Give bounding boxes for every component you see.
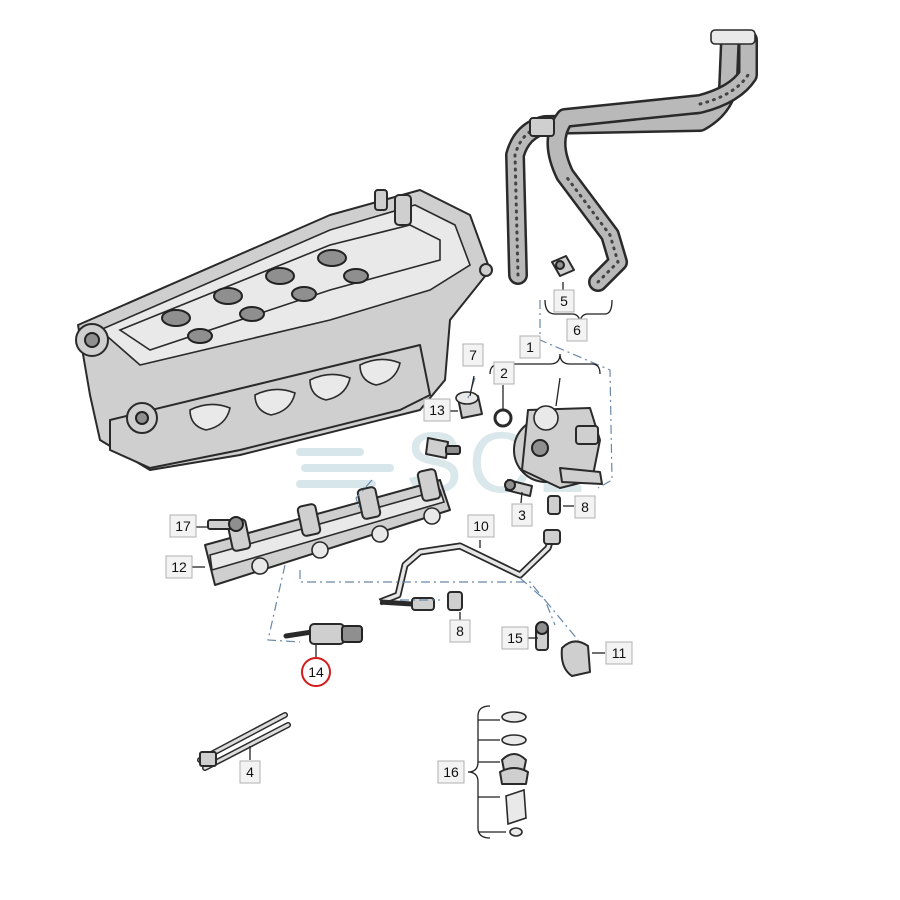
callout-1-text: 1 bbox=[526, 339, 534, 355]
callout-13-text: 13 bbox=[429, 402, 445, 418]
callout-13[interactable]: 13 bbox=[423, 398, 451, 422]
callout-11-text: 11 bbox=[612, 645, 627, 661]
callout-5[interactable]: 5 bbox=[553, 289, 575, 313]
repair-kit-illustration bbox=[499, 711, 529, 837]
callout-1[interactable]: 1 bbox=[519, 335, 541, 359]
sender-illustration bbox=[283, 623, 363, 645]
callout-5-text: 5 bbox=[560, 293, 568, 309]
rail-bolt-illustration bbox=[207, 516, 244, 532]
callout-7[interactable]: 7 bbox=[462, 343, 484, 367]
high-pressure-pump-illustration bbox=[513, 405, 603, 489]
callout-15-text: 15 bbox=[507, 630, 523, 646]
callout-16-text: 16 bbox=[443, 764, 459, 780]
roller-tappet-illustration bbox=[455, 391, 483, 419]
callout-8a-text: 8 bbox=[581, 499, 589, 515]
callout-17[interactable]: 17 bbox=[169, 514, 197, 538]
callout-3[interactable]: 3 bbox=[511, 503, 533, 527]
callout-10-text: 10 bbox=[473, 518, 489, 534]
callout-14[interactable]: 14 bbox=[301, 657, 331, 687]
callout-14-highlight-ring bbox=[301, 657, 331, 687]
callout-8b-text: 8 bbox=[456, 623, 464, 639]
callout-6[interactable]: 6 bbox=[566, 318, 588, 342]
callout-3-text: 3 bbox=[518, 507, 526, 523]
cylinder-head-illustration bbox=[75, 189, 493, 471]
pipe-bracket-illustration bbox=[535, 621, 591, 677]
hose-clamp-illustration bbox=[551, 255, 575, 277]
bolt-illustrations bbox=[447, 479, 561, 611]
callout-11[interactable]: 11 bbox=[605, 641, 633, 665]
callout-4-text: 4 bbox=[246, 764, 254, 780]
fuel-hose-illustration bbox=[505, 29, 758, 292]
pressure-sensor-illustration bbox=[425, 437, 461, 459]
assembly-guide-lines bbox=[267, 300, 613, 643]
callout-15[interactable]: 15 bbox=[501, 626, 529, 650]
callout-7-text: 7 bbox=[469, 347, 477, 363]
callout-12-text: 12 bbox=[171, 559, 187, 575]
callout-16[interactable]: 16 bbox=[437, 760, 465, 784]
cable-ties-illustration bbox=[197, 712, 291, 771]
callout-6-text: 6 bbox=[573, 322, 581, 338]
callout-8a[interactable]: 8 bbox=[574, 495, 596, 519]
callout-10[interactable]: 10 bbox=[467, 514, 495, 538]
callout-4[interactable]: 4 bbox=[239, 760, 261, 784]
callout-12[interactable]: 12 bbox=[165, 555, 193, 579]
callout-2-text: 2 bbox=[500, 365, 508, 381]
callout-8b[interactable]: 8 bbox=[449, 619, 471, 643]
high-pressure-pipe-illustration bbox=[378, 529, 561, 611]
callout-17-text: 17 bbox=[175, 518, 191, 534]
callout-14-text: 14 bbox=[308, 664, 324, 680]
callout-2[interactable]: 2 bbox=[493, 361, 515, 385]
